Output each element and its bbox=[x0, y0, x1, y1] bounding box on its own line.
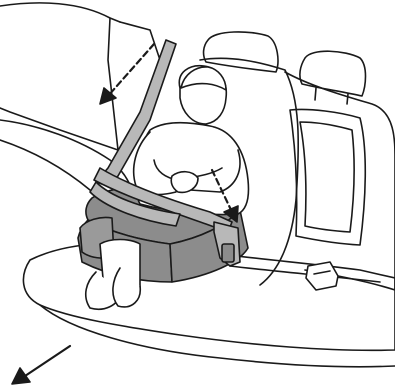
rear-window-frame bbox=[0, 18, 118, 150]
seat-back-right bbox=[285, 72, 395, 290]
headrest-center bbox=[204, 32, 278, 72]
window-pillar bbox=[120, 22, 160, 60]
vehicle-front-arrow-shaft bbox=[22, 346, 70, 378]
vehicle-front-arrow-head bbox=[12, 368, 30, 384]
anchor-block bbox=[306, 262, 338, 290]
rear-seat-buckle-anchor bbox=[306, 262, 338, 290]
headrest-right bbox=[300, 51, 366, 96]
roof-line bbox=[0, 3, 120, 22]
shoulder-belt-guide-arrow-shaft bbox=[108, 44, 154, 96]
armrest-inner bbox=[300, 122, 354, 232]
vehicle-front-arrow bbox=[12, 346, 70, 384]
seat-cushion-front bbox=[40, 305, 395, 367]
seat-cushion-seam bbox=[230, 266, 380, 282]
buckle-latch bbox=[222, 244, 234, 262]
